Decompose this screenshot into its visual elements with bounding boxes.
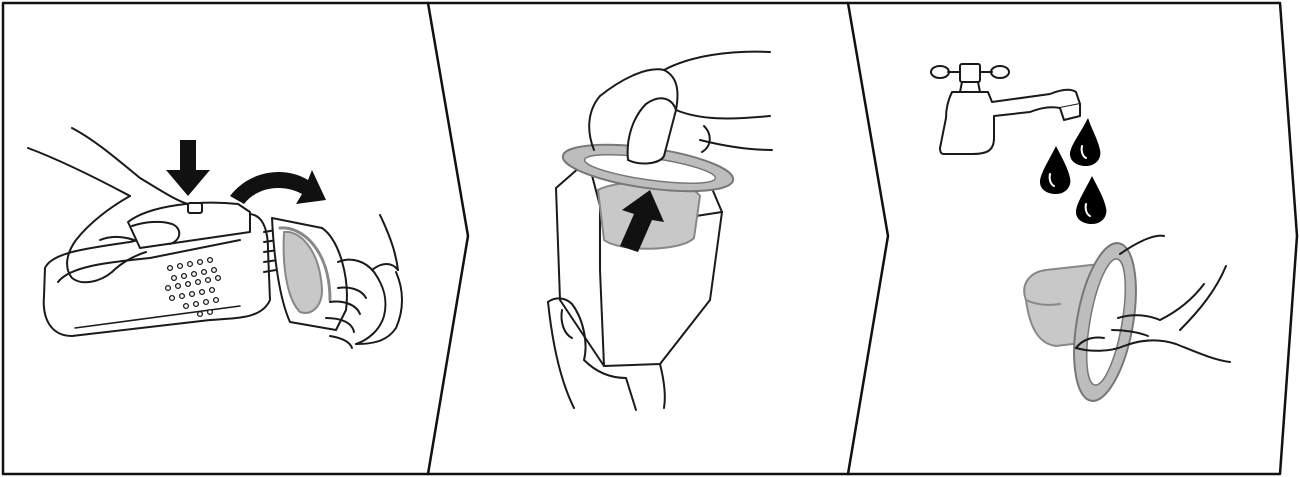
water-drop-icon [1076,176,1106,224]
dust-container [272,218,347,330]
step-1-panel [28,128,402,348]
faucet-icon [931,64,1080,154]
water-drops [1040,118,1106,224]
water-drop-icon [1070,118,1100,166]
step-2-panel [548,52,772,410]
curved-arrow-icon [230,170,326,204]
down-arrow-icon [166,140,210,196]
step-3-panel [931,64,1230,406]
release-button [188,203,202,213]
water-drop-icon [1040,146,1070,194]
filter [1024,238,1146,405]
